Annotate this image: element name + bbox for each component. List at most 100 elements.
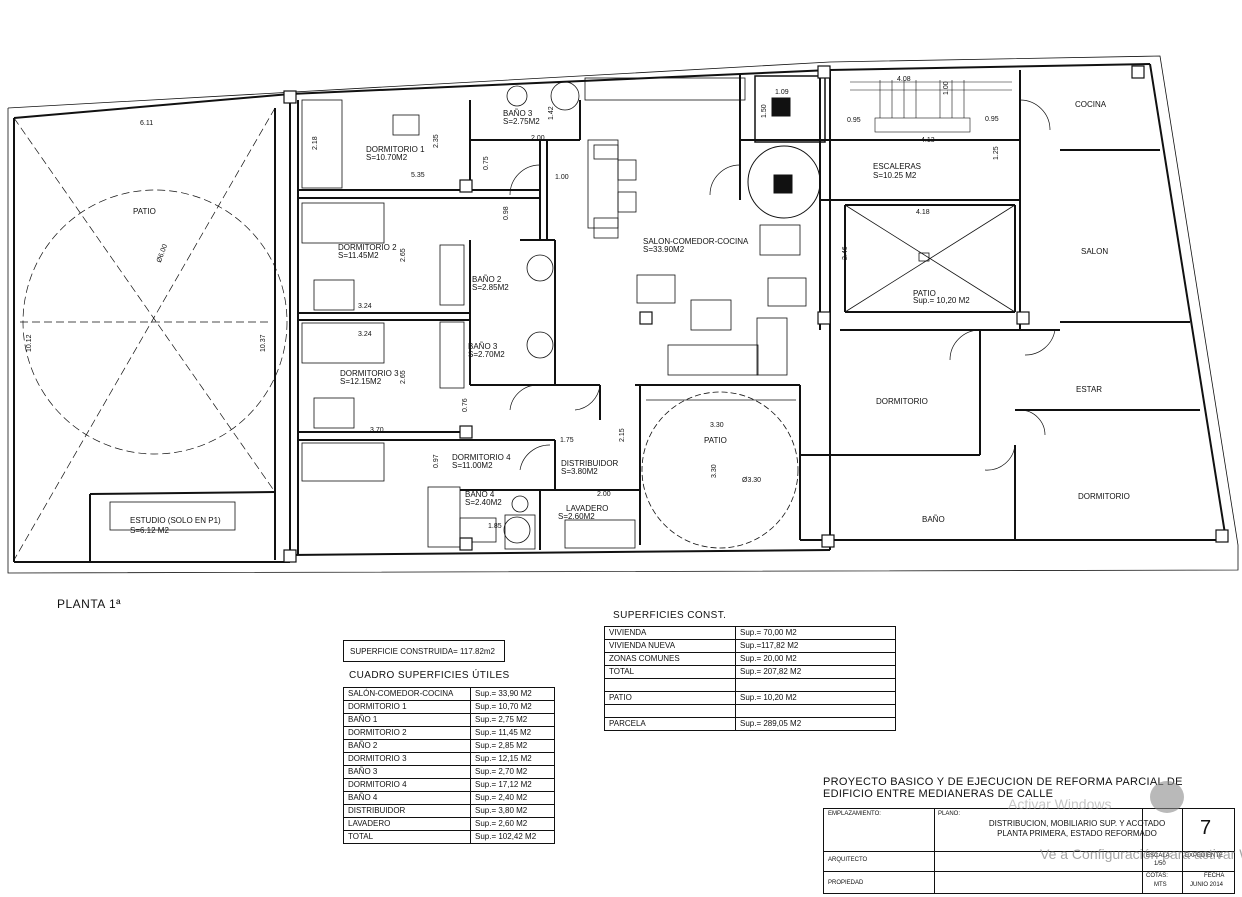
- utiles-name-cell: BAÑO 3: [343, 765, 471, 779]
- room-salon-right: SALON: [1081, 247, 1109, 256]
- utiles-name-cell: DISTRIBUIDOR: [343, 804, 471, 818]
- room-bano-right: BAÑO: [922, 515, 945, 524]
- room-dormitorio-3-area: S=12.15M2: [340, 377, 382, 386]
- windows-watermark-title: Activar Windows: [1008, 796, 1112, 812]
- escala-value: 1/50: [1154, 861, 1166, 867]
- utiles-value-cell: Sup.= 3,80 M2: [470, 804, 555, 818]
- title-block: PROYECTO BASICO Y DE EJECUCION DE REFORM…: [823, 776, 1235, 894]
- const-value-cell: Sup.= 20,00 M2: [735, 652, 896, 666]
- dim-218: 2.18: [312, 136, 319, 150]
- utiles-name-cell: DORMITORIO 4: [343, 778, 471, 792]
- dim-095b: 0.95: [985, 116, 999, 123]
- project-title-line1: PROYECTO BASICO Y DE EJECUCION DE REFORM…: [823, 776, 1183, 788]
- room-salon-area: S=33.90M2: [643, 245, 685, 254]
- room-dormitorio-a: DORMITORIO: [876, 397, 928, 406]
- emplazamiento-label: EMPLAZAMIENTO:: [828, 811, 881, 817]
- dim-611: 6.11: [140, 120, 154, 127]
- room-estar: ESTAR: [1076, 385, 1103, 394]
- stair-circle: [747, 145, 821, 219]
- utiles-name-cell: DORMITORIO 3: [343, 752, 471, 766]
- utiles-value-cell: Sup.= 2,70 M2: [470, 765, 555, 779]
- dim-109: 1.09: [775, 89, 789, 96]
- const-name-cell: ZONAS COMUNES: [604, 652, 736, 666]
- room-estudio-area: S=6.12 M2: [130, 526, 169, 535]
- dim-265b: 2.65: [400, 370, 407, 384]
- utiles-value-cell: Sup.= 2,40 M2: [470, 791, 555, 805]
- dim-142: 1.42: [548, 106, 555, 120]
- utiles-value-cell: Sup.= 102,42 M2: [470, 830, 555, 844]
- utiles-name-cell: DORMITORIO 2: [343, 726, 471, 740]
- plano-text: DISTRIBUCION, MOBILIARIO SUP. Y ACOTADO …: [972, 819, 1182, 839]
- room-patio-center: PATIO: [704, 436, 727, 445]
- room-bano-3: BAÑO 3: [468, 342, 498, 351]
- room-bano-1-area: S=2.75M2: [503, 117, 540, 126]
- dim-100b: 1.00: [943, 81, 950, 95]
- superficie-construida-box: SUPERFICIE CONSTRUIDA= 117.82m2: [343, 640, 505, 662]
- dim-246: 2.46: [842, 246, 849, 260]
- dim-215: 2.15: [619, 428, 626, 442]
- dim-418: 4.18: [916, 209, 930, 216]
- const-name-cell: PARCELA: [604, 717, 736, 731]
- dim-097: 0.97: [433, 454, 440, 468]
- dim-075: 0.75: [483, 156, 490, 170]
- room-distribuidor: DISTRIBUIDOR: [561, 459, 619, 468]
- lot-boundary: [7, 55, 1239, 574]
- room-bano-1: BAÑO 3: [503, 109, 533, 118]
- utiles-name-cell: TOTAL: [343, 830, 471, 844]
- dim-535: 5.35: [411, 172, 425, 179]
- room-dormitorio-1-area: S=10.70M2: [366, 153, 408, 162]
- room-estudio: ESTUDIO (SOLO EN P1): [130, 516, 221, 525]
- room-escaleras: ESCALERAS: [873, 162, 922, 171]
- dim-098: 0.98: [503, 206, 510, 220]
- walls: [13, 63, 1228, 563]
- const-row: [604, 704, 896, 718]
- utiles-value-cell: Sup.= 33,90 M2: [470, 687, 555, 701]
- dim-265a: 2.65: [400, 248, 407, 262]
- cotas-label: COTAS:: [1146, 873, 1168, 879]
- const-name-cell: VIVIENDA: [604, 626, 736, 640]
- cotas-value: MTS: [1154, 882, 1167, 888]
- utiles-title: CUADRO SUPERFICIES ÚTILES: [349, 670, 510, 681]
- const-value-cell: Sup.= 289,05 M2: [735, 717, 896, 731]
- const-value-cell: [735, 704, 896, 718]
- utiles-name-cell: BAÑO 4: [343, 791, 471, 805]
- const-name-cell: VIVIENDA NUEVA: [604, 639, 736, 653]
- const-name-cell: [604, 678, 736, 692]
- utiles-value-cell: Sup.= 12,15 M2: [470, 752, 555, 766]
- room-dormitorio-4-area: S=11.00M2: [452, 461, 493, 470]
- dim-330c: 3.30: [711, 464, 718, 478]
- const-row: [604, 678, 896, 692]
- dim-150: 1.50: [761, 104, 768, 118]
- const-value-cell: Sup.= 10,20 M2: [735, 691, 896, 705]
- utiles-name-cell: BAÑO 2: [343, 739, 471, 753]
- dim-100: 1.00: [555, 174, 569, 181]
- room-patio-right-area: Sup.= 10,20 M2: [913, 296, 970, 305]
- dim-125: 1.25: [993, 146, 1000, 160]
- utiles-value-cell: Sup.= 11,45 M2: [470, 726, 555, 740]
- const-value-cell: Sup.=117,82 M2: [735, 639, 896, 653]
- stair-lift: [773, 174, 793, 194]
- dim-1012: 10.12: [26, 334, 33, 352]
- utiles-value-cell: Sup.= 2,75 M2: [470, 713, 555, 727]
- utiles-value-cell: Sup.= 2,85 M2: [470, 739, 555, 753]
- room-bano-2: BAÑO 2: [472, 275, 502, 284]
- const-name-cell: [604, 704, 736, 718]
- title-block-grid: EMPLAZAMIENTO: PLANO: DISTRIBUCION, MOBI…: [823, 808, 1235, 894]
- const-value-cell: Sup.= 70,00 M2: [735, 626, 896, 640]
- room-dormitorio-2-area: S=11.45M2: [338, 251, 379, 260]
